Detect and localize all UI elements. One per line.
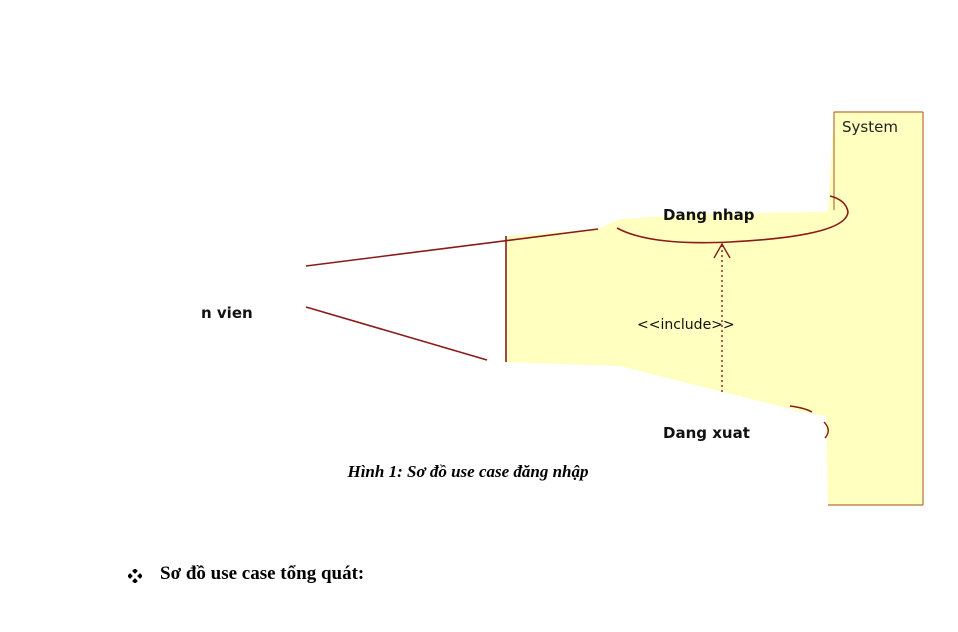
system-boundary xyxy=(505,112,923,505)
usecase-logout-label: Dang xuat xyxy=(663,424,750,442)
association-line-login xyxy=(305,228,599,267)
actor-label: n vien xyxy=(201,304,253,322)
usecase-login-label: Dang nhap xyxy=(663,206,755,224)
include-arrowhead-icon xyxy=(713,242,731,259)
figure-caption: Hình 1: Sơ đồ use case đăng nhập xyxy=(347,462,589,481)
include-label: <<include>> xyxy=(637,317,735,333)
usecase-logout-ellipse-right xyxy=(823,421,829,439)
section-heading-line: Sơ đồ use case tổng quát: xyxy=(127,563,365,585)
system-label: System xyxy=(842,118,898,136)
association-line-logout xyxy=(305,306,488,361)
usecase-login-ellipse xyxy=(616,195,849,244)
diamond-bullet-icon xyxy=(127,567,143,584)
usecase-logout-ellipse-top xyxy=(789,405,813,413)
section-heading: Sơ đồ use case tổng quát: xyxy=(160,563,365,584)
